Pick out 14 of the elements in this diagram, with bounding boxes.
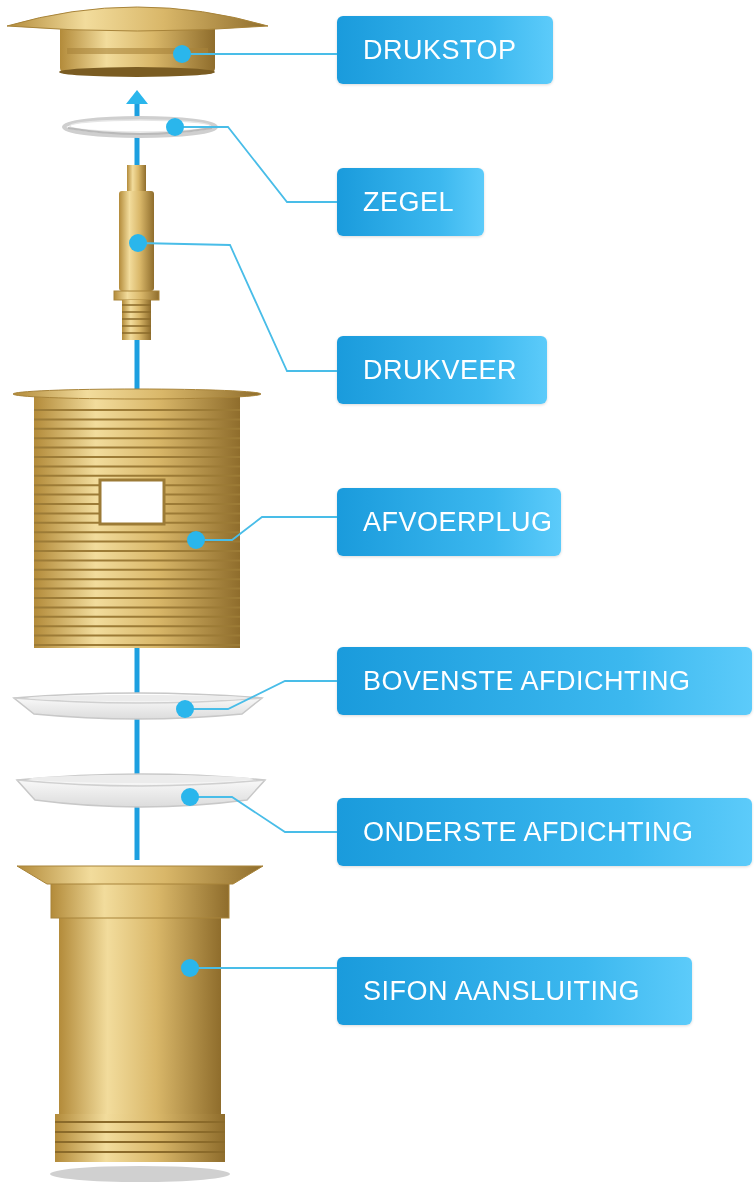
- part-label: ZEGEL: [337, 168, 484, 236]
- leader-line: [129, 234, 338, 372]
- leader-line: [166, 118, 338, 203]
- leader-line: [176, 680, 338, 718]
- part-label: DRUKSTOP: [337, 16, 553, 84]
- part-label: ONDERSTE AFDICHTING: [337, 798, 752, 866]
- leader-line: [187, 516, 338, 549]
- leader-line: [181, 959, 338, 977]
- leader-line: [181, 788, 338, 833]
- part-label: AFVOERPLUG: [337, 488, 561, 556]
- leader-line: [173, 45, 338, 63]
- part-label: BOVENSTE AFDICHTING: [337, 647, 752, 715]
- part-label: DRUKVEER: [337, 336, 547, 404]
- part-label: SIFON AANSLUITING: [337, 957, 692, 1025]
